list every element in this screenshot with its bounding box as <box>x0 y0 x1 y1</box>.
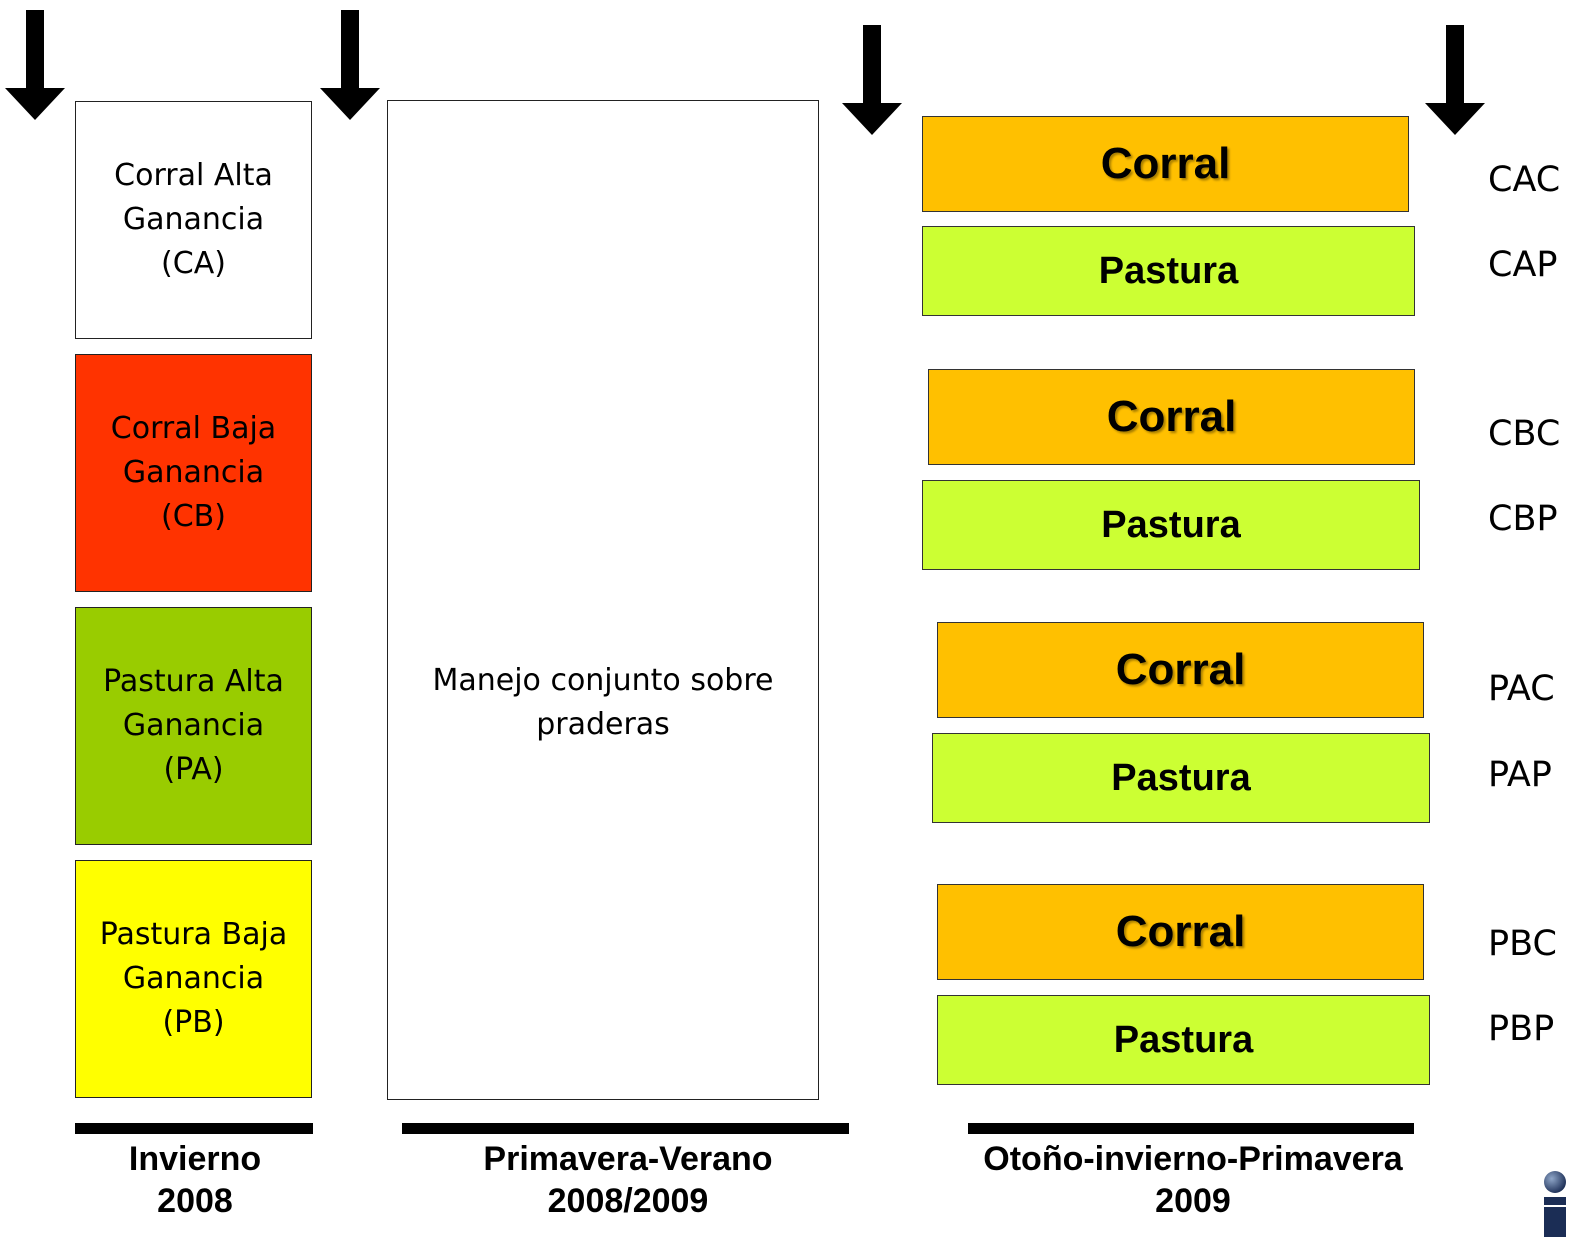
pastura-box: Pastura <box>922 226 1415 316</box>
group-label: Pastura Alta <box>103 664 284 699</box>
treatment-code: CAP <box>1488 245 1558 285</box>
treatment-code: CBC <box>1488 414 1561 454</box>
group-label: Corral Baja <box>110 411 277 446</box>
group-label: Ganancia <box>122 961 265 996</box>
period-bar <box>402 1123 849 1134</box>
corral-box: Corral <box>937 622 1424 718</box>
treatment-code: PAC <box>1488 669 1555 709</box>
institution-logo-icon <box>1544 1171 1566 1237</box>
group-code-label: (PA) <box>163 752 224 787</box>
down-arrow-icon <box>320 10 380 120</box>
joint-management-label: Manejo conjunto sobre praderas <box>432 663 774 742</box>
joint-management-box: Manejo conjunto sobre praderas <box>387 100 819 1100</box>
group-label: Ganancia <box>122 202 265 237</box>
group-code-label: (CA) <box>161 246 226 281</box>
treatment-code: CAC <box>1488 160 1561 200</box>
group-label: Ganancia <box>122 455 265 490</box>
treatment-code: PBP <box>1488 1009 1555 1049</box>
corral-box: Corral <box>937 884 1424 980</box>
period-bar <box>968 1123 1414 1134</box>
corral-box: Corral <box>928 369 1415 465</box>
corral-box: Corral <box>922 116 1409 212</box>
group-label: Ganancia <box>122 708 265 743</box>
group-code-label: (CB) <box>161 499 226 534</box>
group-code-label: (PB) <box>162 1005 225 1040</box>
period-bar <box>75 1123 313 1134</box>
treatment-code: PBC <box>1488 924 1557 964</box>
down-arrow-icon <box>842 25 902 135</box>
pastura-box: Pastura <box>922 480 1420 570</box>
group-label: Corral Alta <box>114 158 273 193</box>
treatment-code: CBP <box>1488 499 1558 539</box>
down-arrow-icon <box>1425 25 1485 135</box>
pastura-box: Pastura <box>932 733 1430 823</box>
group-label: Pastura Baja <box>99 917 288 952</box>
pastura-box: Pastura <box>937 995 1430 1085</box>
down-arrow-icon <box>5 10 65 120</box>
treatment-code: PAP <box>1488 755 1552 795</box>
